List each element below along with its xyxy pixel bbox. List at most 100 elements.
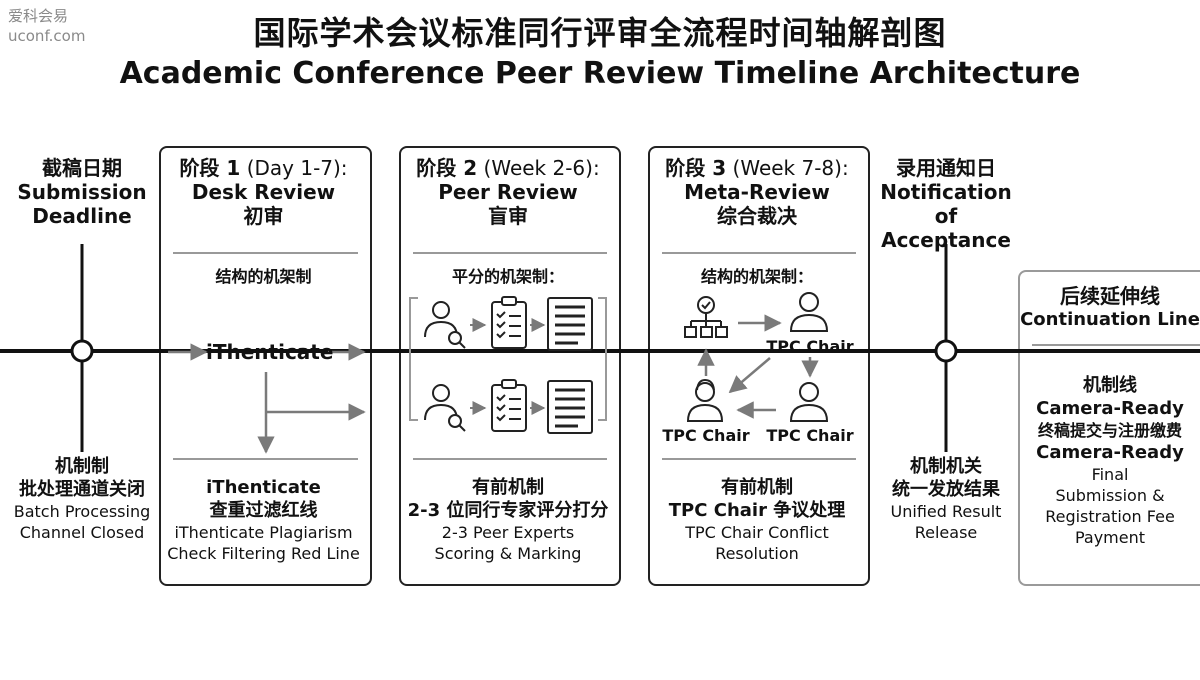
stage3-prefix: 阶段 3 (665, 156, 727, 180)
stage3-suffix: (Week 7-8): (732, 156, 849, 180)
stage2-row2 (424, 379, 593, 434)
stage3-sub: 结构的机架制： (700, 267, 813, 286)
submission-note-zh1: 机制制 (55, 456, 109, 477)
submission-en1: Submission (17, 180, 147, 204)
stage2-footer: 有前机制 2-3 位同行专家评分打分 2-3 Peer Experts Scor… (401, 476, 615, 564)
stage1-footer: iThenticate 查重过滤红线 iThenticate Plagiaris… (161, 476, 366, 564)
continuation-l1: 机制线 (1083, 375, 1137, 396)
stage1-foot-zh-a: iThenticate (206, 477, 321, 498)
chair-top-label: TPC Chair (766, 337, 854, 356)
person-icon (789, 292, 829, 332)
stage3-foot-zh2: TPC Chair 争议处理 (668, 500, 846, 521)
stage1-arrows (168, 343, 366, 454)
stage2-name-en: Peer Review (438, 180, 578, 204)
stage2-foot-zh2: 2-3 位同行专家评分打分 (407, 500, 609, 521)
reviewer-magnifier-icon (424, 301, 466, 349)
submission-en2: Deadline (32, 204, 132, 228)
divider (413, 458, 607, 460)
stage2-sub: 平分的机架制： (451, 267, 564, 286)
score-sheet-icon (547, 297, 593, 351)
title-en: Academic Conference Peer Review Timeline… (119, 56, 1081, 91)
continuation-l6: Submission & (1055, 486, 1165, 505)
stage2-foot-zh1: 有前机制 (472, 477, 544, 498)
submission-label: 截稿日期 Submission Deadline (0, 156, 164, 228)
notification-en2: Acceptance (881, 228, 1011, 252)
notification-note-en1: Unified Result (890, 502, 1002, 521)
submission-note: 机制制 批处理通道关闭 Batch Processing Channel Clo… (0, 455, 164, 543)
notification-note-zh1: 机制机关 (910, 456, 982, 477)
divider (662, 458, 856, 460)
continuation-l7: Registration Fee (1045, 507, 1175, 526)
stage2-prefix: 阶段 2 (416, 156, 478, 180)
chair-left-label: TPC Chair (662, 426, 750, 445)
stage3-footer: 有前机制 TPC Chair 争议处理 TPC Chair Conflict R… (650, 476, 864, 564)
continuation-title-zh: 后续延伸线 (1060, 284, 1160, 308)
stage3-name-zh: 综合裁决 (717, 204, 797, 228)
notification-node (934, 339, 958, 363)
clipboard-checklist-icon (491, 296, 527, 349)
stage3-foot-en2: Resolution (715, 544, 799, 563)
reviewer-magnifier-icon (424, 384, 466, 432)
continuation-body: 机制线 Camera-Ready 终稿提交与注册缴费 Camera-Ready … (1020, 374, 1200, 548)
stage1-foot-zh-b: 查重过滤红线 (209, 500, 318, 521)
stage3-header: 阶段 3 (Week 7-8): Meta-Review 综合裁决 (650, 156, 864, 228)
submission-note-en1: Batch Processing (13, 502, 151, 521)
notification-label: 录用通知日 Notification of Acceptance (870, 156, 1022, 252)
stage3-name-en: Meta-Review (684, 180, 830, 204)
score-sheet-icon (547, 380, 593, 434)
submission-note-zh2: 批处理通道关闭 (19, 479, 145, 500)
stage2-header: 阶段 2 (Week 2-6): Peer Review 盲审 (401, 156, 615, 228)
stage1-header: 阶段 1 (Day 1-7): Desk Review 初审 (161, 156, 366, 228)
org-chart-check-icon (684, 296, 728, 338)
stage1-name-en: Desk Review (191, 180, 336, 204)
notification-note: 机制机关 统一发放结果 Unified Result Release (870, 455, 1022, 543)
submission-zh: 截稿日期 (42, 156, 122, 180)
stage2-name-zh: 盲审 (488, 204, 528, 228)
stage1-tool: iThenticate (206, 340, 334, 364)
continuation-l8: Payment (1074, 528, 1146, 547)
watermark: 爱科会易 uconf.com (8, 6, 85, 46)
divider (1032, 344, 1200, 346)
person-icon (686, 378, 724, 422)
continuation-l3: 终稿提交与注册缴费 (1037, 421, 1182, 440)
continuation-l4: Camera-Ready (1036, 442, 1184, 463)
stage1-box (159, 146, 372, 586)
stage3-foot-en1: TPC Chair Conflict (685, 523, 829, 542)
stage2-brackets (409, 297, 607, 421)
stage1-foot-en1: iThenticate Plagiarism (174, 523, 353, 542)
notification-zh: 录用通知日 (896, 156, 996, 180)
notification-note-en2: Release (914, 523, 978, 542)
stage1-foot-en2: Check Filtering Red Line (167, 544, 360, 563)
continuation-l5: Final (1091, 465, 1129, 484)
continuation-l2: Camera-Ready (1036, 398, 1184, 419)
stage1-suffix: (Day 1-7): (246, 156, 348, 180)
stage1-prefix: 阶段 1 (179, 156, 241, 180)
divider (173, 458, 358, 460)
submission-node (70, 339, 94, 363)
continuation-title-en: Continuation Line (1020, 309, 1200, 330)
divider (662, 252, 856, 254)
clipboard-checklist-icon (491, 379, 527, 432)
stage2-foot-en1: 2-3 Peer Experts (441, 523, 575, 542)
stage3-arrows (697, 314, 819, 419)
stage3-foot-zh1: 有前机制 (721, 477, 793, 498)
title-zh: 国际学术会议标准同行评审全流程时间轴解剖图 (253, 14, 947, 52)
person-icon (789, 382, 829, 422)
stage2-box (399, 146, 621, 586)
divider (173, 252, 358, 254)
watermark-line2: uconf.com (8, 27, 86, 45)
notification-en1: Notification of (880, 180, 1012, 228)
continuation-header: 后续延伸线 Continuation Line (1020, 284, 1200, 331)
stage1-name-zh: 初审 (243, 204, 284, 228)
stage1-sub: 结构的机架制 (215, 267, 312, 286)
stage2-foot-en2: Scoring & Marking (434, 544, 582, 563)
stage2-suffix: (Week 2-6): (483, 156, 600, 180)
stage2-row1 (424, 296, 593, 351)
submission-note-en2: Channel Closed (19, 523, 145, 542)
watermark-line1: 爱科会易 (8, 7, 69, 25)
chair-right-label: TPC Chair (766, 426, 854, 445)
continuation-box (1018, 270, 1200, 586)
notification-note-zh2: 统一发放结果 (892, 479, 1000, 500)
divider (413, 252, 607, 254)
